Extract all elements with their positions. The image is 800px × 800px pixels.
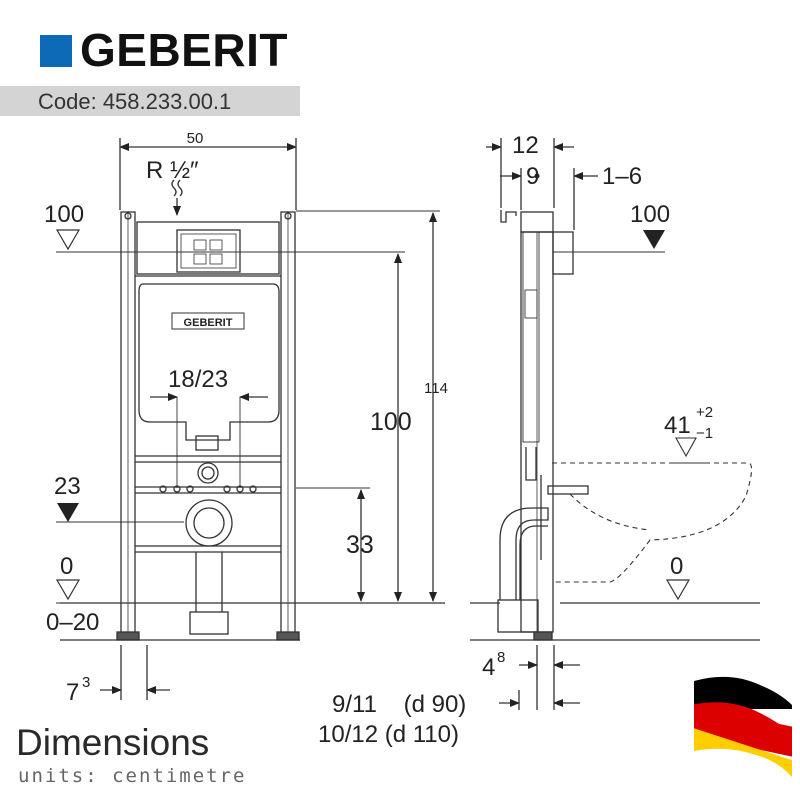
level-0-marker-front — [55, 579, 81, 601]
brand-name: GEBERIT — [80, 24, 288, 76]
bowl-height-label: 41 — [664, 412, 691, 439]
height-114-label: 114 — [424, 380, 448, 397]
offset-7-label: 7 — [66, 679, 79, 706]
bolt-spacing-label: 18/23 — [168, 366, 228, 393]
footer-units: units: centimetre — [18, 765, 247, 787]
flush-plate-side — [552, 231, 574, 275]
level-0-label-side: 0 — [670, 553, 683, 580]
depth-12-label: 12 — [512, 132, 539, 159]
floor-range-label: 0–20 — [46, 609, 99, 636]
level-23-marker — [57, 503, 79, 522]
level-100-marker-side — [643, 230, 665, 249]
width-label: 50 — [187, 130, 204, 147]
geberit-logo-square — [40, 35, 72, 67]
level-100-label-side: 100 — [630, 201, 670, 228]
supply-label: R ½″ — [146, 157, 199, 184]
german-flag-icon — [694, 676, 792, 777]
side-view — [470, 138, 760, 710]
cistern-top — [136, 221, 280, 275]
depth-9-label: 9 — [526, 163, 539, 190]
level-41-marker — [675, 437, 697, 458]
offset-7-sup: 3 — [82, 674, 90, 691]
height-33-label: 33 — [346, 531, 374, 559]
level-0-label-front: 0 — [60, 553, 73, 580]
offset-4-sup: 8 — [497, 649, 505, 666]
height-100-label: 100 — [370, 408, 412, 436]
offset-4-label: 4 — [482, 654, 495, 681]
cistern-body — [138, 283, 280, 441]
level-100-marker-front — [55, 229, 81, 251]
drain-connector — [185, 499, 233, 547]
drain-bend — [499, 507, 549, 600]
level-100-label-front: 100 — [44, 201, 84, 228]
bowl-outline — [552, 462, 753, 583]
footer-title: Dimensions — [16, 722, 210, 763]
bowl-height-sup: +2 — [696, 404, 713, 421]
level-0-marker-side — [665, 579, 691, 601]
drain-d90-label: 9/11 (d 90) — [332, 691, 466, 718]
level-23-label: 23 — [54, 473, 81, 500]
front-view — [56, 138, 445, 700]
drain-d110-label: 10/12 (d 110) — [318, 721, 459, 748]
code-bar — [0, 86, 300, 116]
bowl-height-sub: −1 — [696, 425, 713, 442]
range-1-6-label: 1–6 — [602, 163, 642, 190]
product-code: Code: 458.233.00.1 — [38, 89, 232, 114]
plate-brand: GEBERIT — [184, 317, 233, 329]
